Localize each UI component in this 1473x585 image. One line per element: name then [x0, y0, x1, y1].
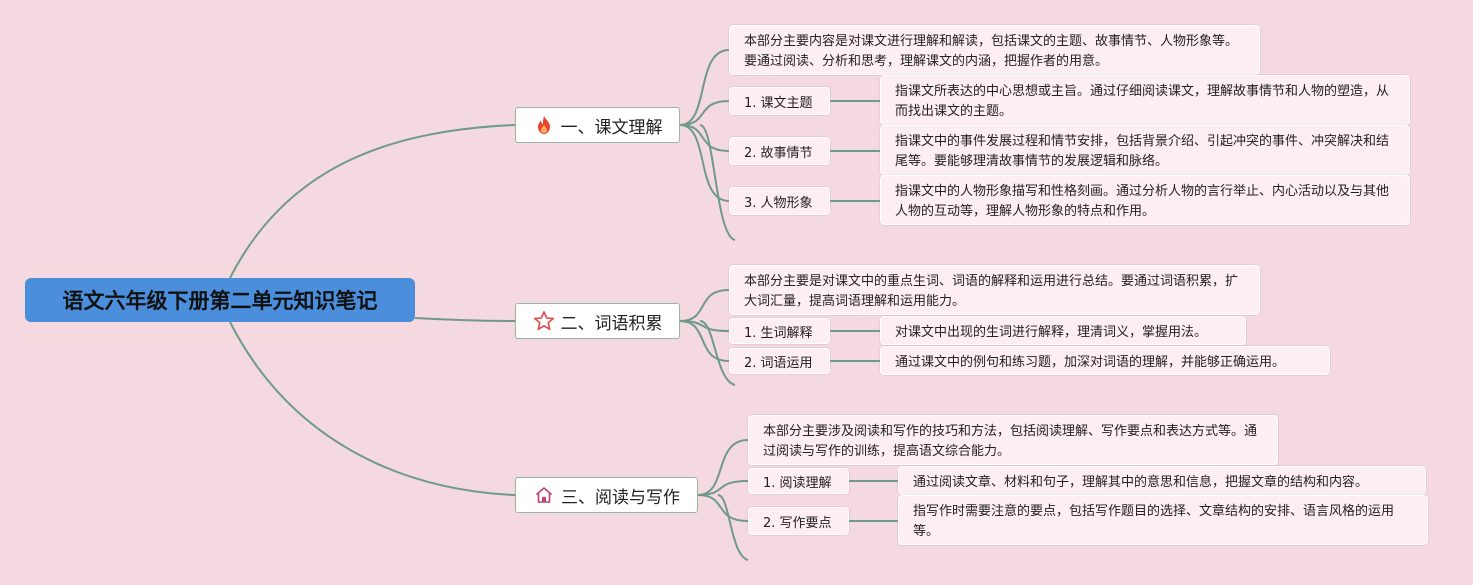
subtopic-label: 1. 阅读理解	[763, 475, 832, 491]
desc-text: 指写作时需要注意的要点，包括写作题目的选择、文章结构的安排、语言风格的运用等。	[913, 504, 1395, 539]
link-root-branch-1	[229, 124, 516, 279]
link-branch-1-child-3	[679, 124, 730, 152]
branch-topic-3[interactable]: 三、阅读与写作	[515, 477, 698, 513]
link-branch-3-child-1	[697, 439, 749, 496]
subtopic-word-usage-desc[interactable]: 通过课文中的例句和练习题，加深对词语的理解，并能够正确运用。	[880, 346, 1330, 375]
summary-text: 本部分主要是对课文中的重点生词、词语的解释和运用进行总结。要通过词语积累，扩大词…	[744, 274, 1239, 309]
branch-label: 一、课文理解	[560, 117, 663, 138]
desc-text: 指课文中的人物形象描写和性格刻画。通过分析人物的言行举止、内心活动以及与其他人物…	[895, 184, 1390, 219]
link-branch-1-child-2	[679, 100, 730, 126]
branch-topic-2[interactable]: 二、词语积累	[515, 303, 680, 339]
home-icon	[533, 484, 555, 506]
link-root-branch-2	[414, 317, 516, 322]
subtopic-reading-desc[interactable]: 通过阅读文章、材料和句子，理解其中的意思和信息，把握文章的结构和内容。	[898, 466, 1426, 495]
fire-icon	[533, 114, 555, 136]
summary-text: 本部分主要涉及阅读和写作的技巧和方法，包括阅读理解、写作要点和表达方式等。通过阅…	[763, 424, 1258, 459]
subtopic-reading[interactable]: 1. 阅读理解	[748, 468, 849, 494]
desc-text: 通过阅读文章、材料和句子，理解其中的意思和信息，把握文章的结构和内容。	[913, 475, 1369, 490]
subtopic-label: 2. 词语运用	[744, 355, 813, 371]
root-title: 语文六年级下册第二单元知识笔记	[62, 289, 378, 313]
subtopic-plot-desc[interactable]: 指课文中的事件发展过程和情节安排，包括背景介绍、引起冲突的事件、冲突解决和结尾等…	[880, 125, 1410, 175]
subtopic-label: 2. 写作要点	[763, 515, 832, 531]
link-branch-1-tail	[699, 124, 736, 241]
summary-text: 本部分主要内容是对课文进行理解和解读，包括课文的主题、故事情节、人物形象等。要通…	[744, 34, 1239, 69]
subtopic-label: 1. 课文主题	[744, 95, 813, 111]
subtopic-course-theme[interactable]: 1. 课文主题	[729, 87, 830, 115]
subtopic-word-usage[interactable]: 2. 词语运用	[729, 348, 830, 374]
link-root-branch-3	[229, 321, 516, 496]
link-branch-1-child-4	[679, 124, 730, 202]
link-branch-3-child-3	[697, 494, 749, 522]
branch-1-summary[interactable]: 本部分主要内容是对课文进行理解和解读，包括课文的主题、故事情节、人物形象等。要通…	[729, 25, 1260, 75]
subtopic-label: 2. 故事情节	[744, 145, 813, 161]
desc-text: 对课文中出现的生词进行解释，理清词义，掌握用法。	[895, 325, 1208, 340]
branch-label: 三、阅读与写作	[561, 487, 680, 508]
branch-3-summary[interactable]: 本部分主要涉及阅读和写作的技巧和方法，包括阅读理解、写作要点和表达方式等。通过阅…	[748, 415, 1278, 465]
subtopic-label: 3. 人物形象	[744, 195, 813, 211]
subtopic-characters[interactable]: 3. 人物形象	[729, 187, 830, 215]
link-branch-3-tail	[717, 494, 749, 561]
root-topic[interactable]: 语文六年级下册第二单元知识笔记	[25, 278, 415, 322]
link-branch-1-child-1	[679, 49, 730, 126]
subtopic-characters-desc[interactable]: 指课文中的人物形象描写和性格刻画。通过分析人物的言行举止、内心活动以及与其他人物…	[880, 175, 1410, 225]
desc-text: 通过课文中的例句和练习题，加深对词语的理解，并能够正确运用。	[895, 355, 1286, 370]
subtopic-writing[interactable]: 2. 写作要点	[748, 507, 849, 535]
branch-label: 二、词语积累	[560, 313, 663, 334]
subtopic-writing-desc[interactable]: 指写作时需要注意的要点，包括写作题目的选择、文章结构的安排、语言风格的运用等。	[898, 495, 1428, 545]
link-branch-2-tail	[699, 320, 736, 386]
subtopic-plot[interactable]: 2. 故事情节	[729, 137, 830, 165]
subtopic-new-words[interactable]: 1. 生词解释	[729, 318, 830, 344]
star-icon	[533, 310, 555, 332]
subtopic-label: 1. 生词解释	[744, 325, 813, 341]
link-branch-2-child-1	[679, 289, 730, 322]
desc-text: 指课文中的事件发展过程和情节安排，包括背景介绍、引起冲突的事件、冲突解决和结尾等…	[895, 134, 1390, 169]
branch-2-summary[interactable]: 本部分主要是对课文中的重点生词、词语的解释和运用进行总结。要通过词语积累，扩大词…	[729, 265, 1260, 315]
link-branch-3-child-2	[697, 480, 749, 496]
branch-topic-1[interactable]: 一、课文理解	[515, 107, 680, 143]
subtopic-course-theme-desc[interactable]: 指课文所表达的中心思想或主旨。通过仔细阅读课文，理解故事情节和人物的塑造，从而找…	[880, 75, 1410, 125]
subtopic-new-words-desc[interactable]: 对课文中出现的生词进行解释，理清词义，掌握用法。	[880, 316, 1246, 345]
link-branch-2-child-3	[679, 320, 730, 362]
desc-text: 指课文所表达的中心思想或主旨。通过仔细阅读课文，理解故事情节和人物的塑造，从而找…	[895, 84, 1390, 119]
